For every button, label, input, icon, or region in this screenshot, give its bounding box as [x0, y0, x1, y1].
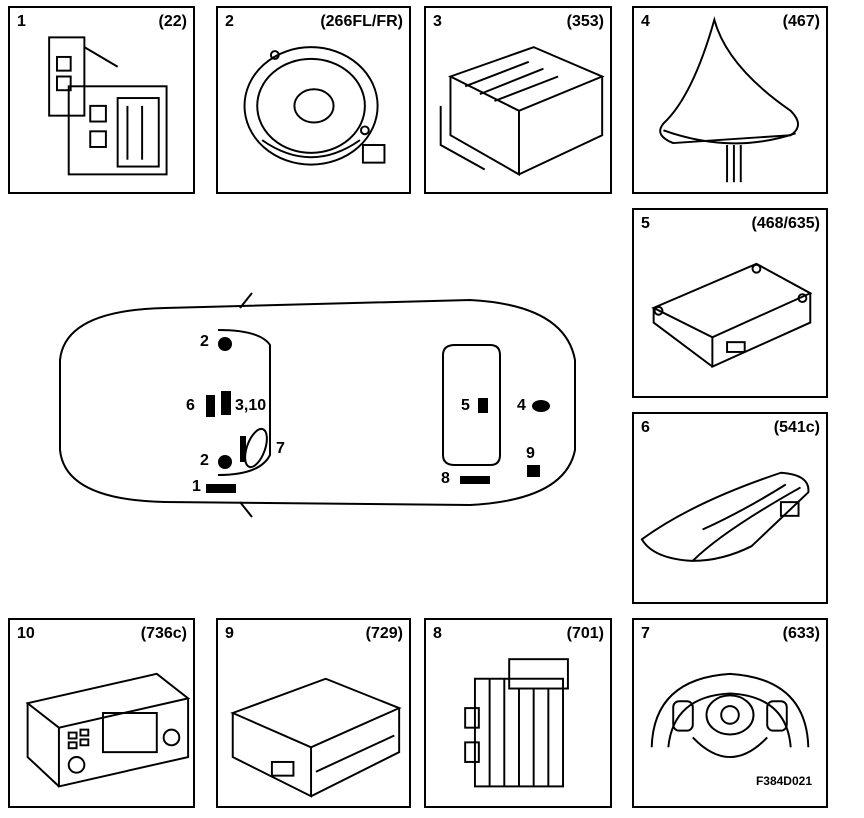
panel-number: 9	[225, 625, 234, 642]
marker-fusebox	[206, 484, 236, 493]
head-unit-illustration	[25, 672, 191, 788]
steering-wheel-controls-illustration	[650, 672, 810, 759]
panel-10: 10 (736c)	[8, 618, 195, 808]
car-label-2-front: 2	[200, 333, 209, 350]
car-label-8: 8	[441, 470, 450, 487]
panel-number: 2	[225, 13, 234, 30]
panel-number: 3	[433, 13, 442, 30]
panel-number: 1	[17, 13, 26, 30]
amplifier-illustration	[439, 46, 605, 177]
marker-cd-changer	[527, 465, 540, 477]
panel-9: 9 (729)	[216, 618, 411, 808]
panel-code: (541c)	[773, 419, 820, 436]
car-label-5: 5	[461, 397, 470, 414]
panel-number: 6	[641, 419, 650, 436]
fuse-relay-box-illustration	[48, 36, 168, 176]
panel-code: (266FL/FR)	[320, 13, 403, 30]
marker-amp-headunit	[221, 391, 231, 415]
roof-console-illustration	[640, 471, 810, 562]
panel-7: 7 (633) F384D021	[632, 618, 828, 808]
car-label-3-10: 3,10	[235, 397, 267, 414]
car-label-4: 4	[517, 397, 526, 414]
marker-tuner	[478, 398, 488, 413]
figure-code: F384D021	[755, 774, 812, 788]
panel-3: 3 (353)	[424, 6, 612, 194]
panel-code: (701)	[566, 625, 604, 642]
panel-number: 5	[641, 215, 650, 232]
marker-speaker-rear	[218, 455, 232, 469]
marker-antenna	[532, 400, 550, 412]
marker-steering	[240, 436, 246, 462]
car-label-2-rear: 2	[200, 452, 209, 469]
panel-4: 4 (467)	[632, 6, 828, 194]
panel-code: (633)	[782, 625, 820, 642]
control-module-illustration	[464, 658, 569, 788]
marker-roof-console	[206, 395, 215, 417]
panel-code: (22)	[158, 13, 187, 30]
panel-code: (468/635)	[751, 215, 821, 232]
car-label-1: 1	[192, 478, 201, 495]
marker-speaker-front	[218, 337, 232, 351]
panel-number: 7	[641, 625, 650, 642]
panel-code: (729)	[365, 625, 403, 642]
panel-code: (467)	[782, 13, 820, 30]
speaker-illustration	[243, 46, 386, 166]
panel-code: (736c)	[140, 625, 187, 642]
panel-code: (353)	[566, 13, 604, 30]
panel-number: 4	[641, 13, 650, 30]
car-label-6: 6	[186, 397, 195, 414]
car-label-7: 7	[276, 440, 285, 457]
car-label-9: 9	[526, 445, 535, 462]
panel-6: 6 (541c)	[632, 412, 828, 604]
panel-2: 2 (266FL/FR)	[216, 6, 411, 194]
panel-number: 8	[433, 625, 442, 642]
marker-control-module	[460, 476, 490, 484]
panel-1: 1 (22)	[8, 6, 195, 194]
panel-8: 8 (701)	[424, 618, 612, 808]
tuner-module-illustration	[651, 262, 813, 369]
cd-changer-illustration	[230, 677, 402, 798]
shark-fin-antenna-illustration	[659, 16, 799, 183]
panel-5: 5 (468/635)	[632, 208, 828, 398]
panel-number: 10	[17, 625, 35, 642]
